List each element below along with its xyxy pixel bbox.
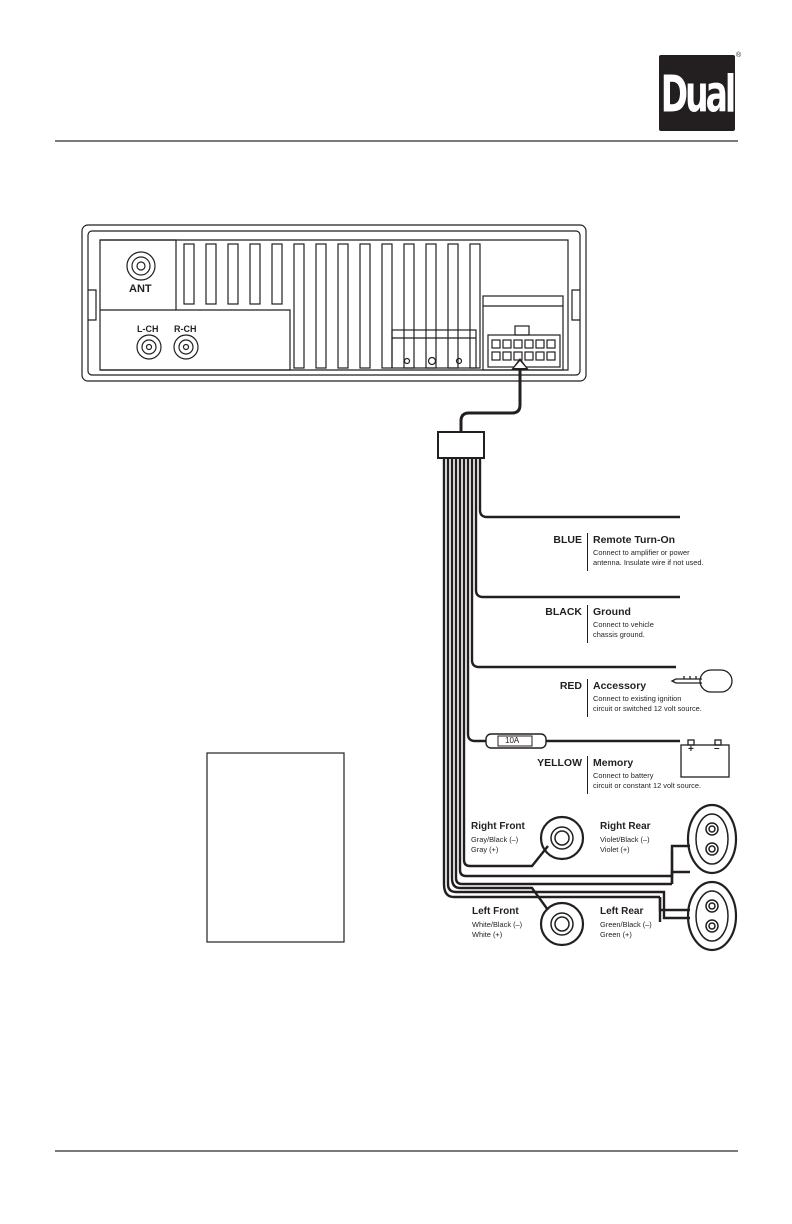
wire-note-accessory-2: circuit or switched 12 volt source. xyxy=(593,704,702,713)
registered-mark: ® xyxy=(736,52,742,59)
wire-note-memory-2: circuit or constant 12 volt source. xyxy=(593,781,702,790)
heat-sink-fin xyxy=(183,243,195,305)
label-divider xyxy=(587,533,588,571)
speaker-right-rear-icon xyxy=(686,803,738,875)
speaker-left-front-pos: White (+) xyxy=(472,930,503,939)
wire-note-ground-1: Connect to vehicle xyxy=(593,620,654,629)
iso-harness-socket xyxy=(491,339,556,361)
speaker-right-rear-pos: Violet (+) xyxy=(600,845,630,854)
heat-sink-fin xyxy=(227,243,239,305)
heat-sink-fin xyxy=(315,243,327,369)
battery-minus: – xyxy=(714,743,720,754)
speaker-left-rear-icon xyxy=(686,880,738,952)
wire-color-black: BLACK xyxy=(545,606,582,618)
header-rule xyxy=(55,140,738,142)
blank-notes-box xyxy=(206,752,345,943)
speaker-right-rear-neg: Violet/Black (–) xyxy=(600,835,650,844)
inline-fuse xyxy=(485,733,547,749)
rch-label: R-CH xyxy=(174,324,197,334)
socket-pin xyxy=(535,351,545,361)
socket-pin xyxy=(524,339,534,349)
heat-sink-fin xyxy=(359,243,371,369)
wire-note-remote-2: antenna. Insulate wire if not used. xyxy=(593,558,704,567)
speaker-left-rear-neg: Green/Black (–) xyxy=(600,920,652,929)
socket-pin xyxy=(524,351,534,361)
heat-sink-fin xyxy=(403,243,415,369)
speaker-right-front-neg: Gray/Black (–) xyxy=(471,835,519,844)
ignition-key-icon xyxy=(670,669,733,693)
wire-title-accessory: Accessory xyxy=(593,680,647,692)
speaker-left-rear-title: Left Rear xyxy=(600,906,644,917)
socket-pin xyxy=(513,339,523,349)
socket-pin xyxy=(502,339,512,349)
heat-sink-fin xyxy=(381,243,393,369)
socket-pin xyxy=(502,351,512,361)
speaker-left-front-icon xyxy=(539,901,585,947)
speaker-left-front-neg: White/Black (–) xyxy=(472,920,523,929)
harness-lead xyxy=(459,370,522,432)
antenna-jack xyxy=(126,251,156,281)
socket-pin xyxy=(513,351,523,361)
rca-jack-left xyxy=(136,334,162,360)
label-divider xyxy=(587,756,588,794)
footer-rule xyxy=(55,1150,738,1152)
ant-label: ANT xyxy=(129,283,152,295)
dual-logo-badge xyxy=(659,55,735,131)
dual-logo-text: Dual xyxy=(660,62,736,124)
wire-color-red: RED xyxy=(559,680,582,692)
heat-sink-fin xyxy=(249,243,261,305)
heat-sink-fin xyxy=(293,243,305,369)
wire-color-yellow: YELLOW xyxy=(537,757,582,769)
battery-plus: + xyxy=(688,744,694,755)
speaker-left-front-title: Left Front xyxy=(472,906,519,917)
speaker-left-rear-pos: Green (+) xyxy=(600,930,632,939)
socket-pin xyxy=(491,339,501,349)
socket-pin xyxy=(535,339,545,349)
speaker-right-front-title: Right Front xyxy=(471,821,525,832)
rca-jack-right xyxy=(173,334,199,360)
label-divider xyxy=(587,679,588,717)
heat-sink-fin xyxy=(271,243,283,305)
battery-icon xyxy=(680,739,730,778)
fuse-rating: 10A xyxy=(505,736,520,745)
socket-pin xyxy=(546,351,556,361)
heat-sink-fins xyxy=(183,243,481,369)
rear-connector-panel xyxy=(391,295,564,371)
heat-sink-fin xyxy=(425,243,437,369)
wire-color-blue: BLUE xyxy=(553,534,582,546)
heat-sink-fin xyxy=(337,243,349,369)
label-divider xyxy=(587,605,588,643)
speaker-right-front-pos: Gray (+) xyxy=(471,845,499,854)
speaker-right-rear-title: Right Rear xyxy=(600,821,651,832)
speaker-right-front-icon xyxy=(539,815,585,861)
heat-sink-fin xyxy=(447,243,459,369)
harness-wires xyxy=(442,458,690,922)
heat-sink-fin xyxy=(469,243,481,369)
wire-note-ground-2: chassis ground. xyxy=(593,630,645,639)
socket-pin xyxy=(491,351,501,361)
wire-note-accessory-1: Connect to existing ignition xyxy=(593,694,682,703)
wire-title-remote: Remote Turn-On xyxy=(593,534,676,546)
heat-sink-fin xyxy=(205,243,217,305)
head-unit-rear xyxy=(81,224,587,382)
wire-note-remote-1: Connect to amplifier or power xyxy=(593,548,690,557)
wire-title-ground: Ground xyxy=(593,606,631,618)
harness-plug xyxy=(437,431,485,459)
wire-title-memory: Memory xyxy=(593,757,634,769)
wire-note-memory-1: Connect to battery xyxy=(593,771,654,780)
lch-label: L-CH xyxy=(137,324,159,334)
socket-pin xyxy=(546,339,556,349)
